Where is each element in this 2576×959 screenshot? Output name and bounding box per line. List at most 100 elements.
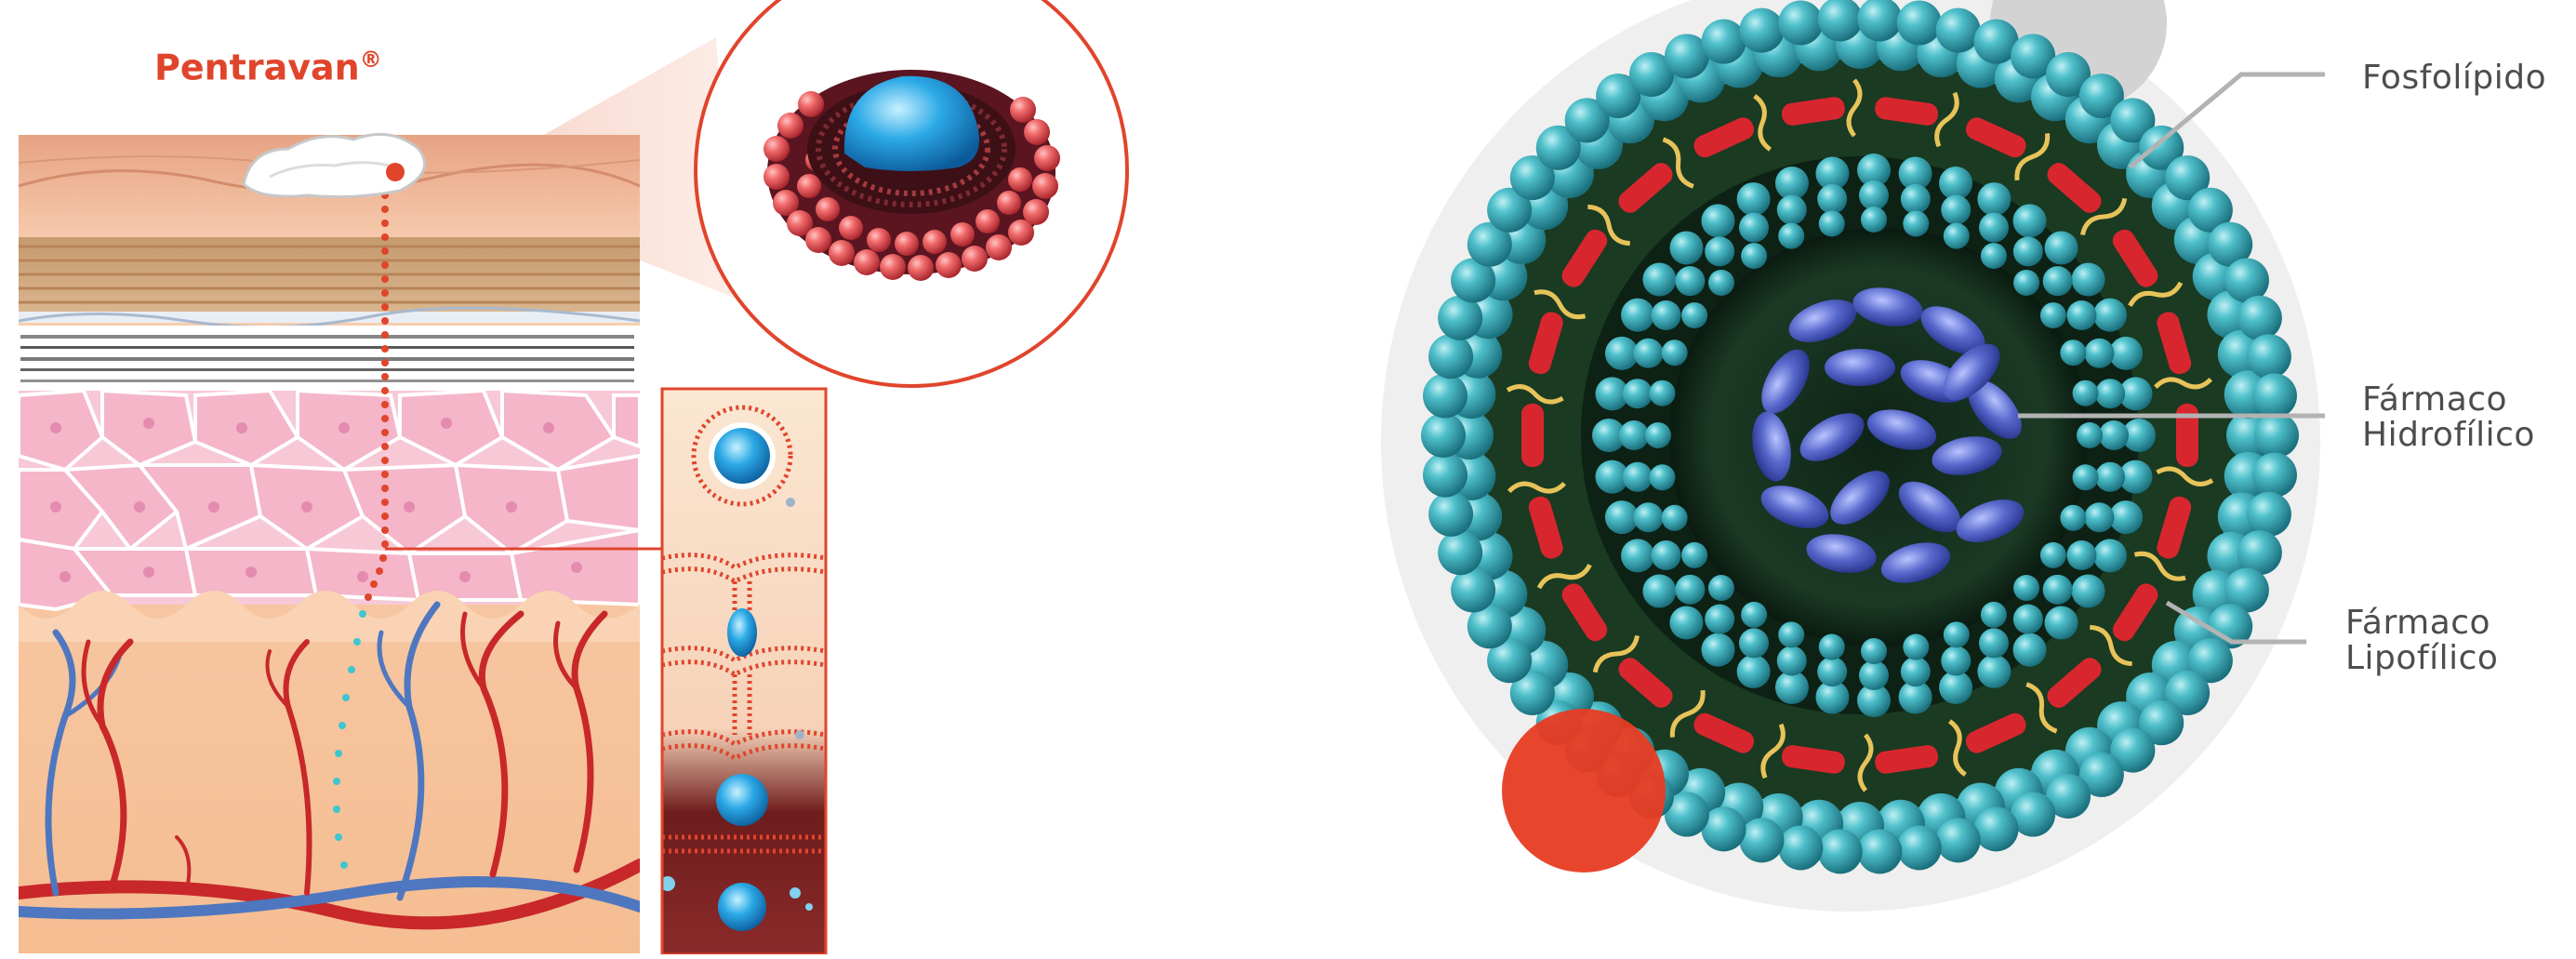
phospholipid-head	[1936, 8, 1981, 53]
inner-phospholipid-head	[2084, 339, 2114, 368]
inner-phospholipid-head	[1621, 299, 1654, 332]
inner-phospholipid-head	[2072, 575, 2105, 608]
inner-phospholipid-head	[2043, 266, 2073, 296]
phospholipid-head	[1778, 1, 1823, 46]
inner-phospholipid-head	[1979, 628, 2009, 658]
inner-phospholipid-head	[1634, 502, 1664, 532]
inner-phospholipid-head	[2093, 299, 2127, 332]
inner-phospholipid-head	[2045, 606, 2078, 640]
inner-phospholipid-head	[2066, 540, 2096, 570]
liposome-diagram	[1381, 0, 2325, 912]
inner-phospholipid-head	[1652, 300, 1681, 330]
phospholipid-head	[2247, 492, 2291, 537]
membrane-transport-panel	[660, 389, 826, 954]
phospholipid-head	[1857, 829, 1902, 873]
brand-name: Pentravan	[154, 47, 360, 88]
inner-phospholipid-head	[2073, 464, 2099, 490]
inner-phospholipid-head	[1741, 243, 1767, 269]
inner-phospholipid-head	[2093, 539, 2127, 572]
inner-phospholipid-head	[2060, 340, 2086, 366]
inner-phospholipid-head	[2013, 270, 2039, 296]
inner-phospholipid-head	[1642, 575, 1676, 608]
phospholipid-head	[1936, 818, 1981, 862]
inner-phospholipid-head	[1705, 605, 1734, 634]
skin-cross-section	[19, 37, 735, 953]
phospholipid-head	[1818, 829, 1863, 873]
inner-phospholipid-head	[1939, 671, 1972, 704]
inner-phospholipid-head	[1775, 166, 1809, 200]
phospholipid-head	[2254, 413, 2299, 458]
inner-phospholipid-head	[1634, 339, 1664, 368]
inner-phospholipid-head	[1777, 646, 1807, 675]
inner-phospholipid-head	[1701, 204, 1734, 237]
inner-phospholipid-head	[1977, 655, 2011, 688]
inner-phospholipid-head	[1817, 184, 1847, 214]
inner-phospholipid-head	[2109, 500, 2143, 534]
label-hydrophilic-line2: Hidrofílico	[2362, 417, 2535, 454]
inner-phospholipid-head	[2013, 575, 2039, 601]
inner-phospholipid-head	[2095, 462, 2125, 492]
inner-phospholipid-head	[1775, 671, 1809, 704]
inner-phospholipid-head	[1778, 223, 1804, 249]
inner-phospholipid-head	[1939, 166, 1972, 200]
phospholipid-head	[1778, 825, 1823, 870]
inner-phospholipid-head	[1941, 646, 1971, 675]
phospholipid-head	[1739, 8, 1784, 53]
inner-phospholipid-head	[1941, 195, 1971, 225]
brand-title: Pentravan®	[154, 47, 382, 88]
inner-phospholipid-head	[1859, 180, 1889, 210]
inner-phospholipid-head	[1901, 657, 1931, 686]
label-hydrophilic-line1: Fármaco	[2362, 381, 2507, 419]
inner-phospholipid-head	[1903, 634, 1929, 660]
brand-registered-mark: ®	[360, 47, 382, 73]
inner-phospholipid-head	[1778, 621, 1804, 647]
inner-phospholipid-head	[1739, 213, 1769, 243]
inner-phospholipid-head	[1623, 462, 1653, 492]
phospholipid-head	[2252, 453, 2297, 498]
phospholipid-head	[2247, 334, 2291, 379]
inner-phospholipid-head	[1649, 464, 1675, 490]
phospholipid-head	[1423, 373, 1467, 418]
inner-phospholipid-head	[1675, 575, 1705, 605]
inner-phospholipid-head	[2072, 262, 2105, 296]
inner-phospholipid-head	[2060, 505, 2086, 531]
inner-phospholipid-head	[1675, 266, 1705, 296]
phospholipid-head	[1897, 1, 1942, 46]
inner-phospholipid-head	[1649, 380, 1675, 406]
inner-phospholipid-head	[2099, 420, 2129, 450]
inner-phospholipid-head	[1681, 302, 1707, 328]
inner-phospholipid-head	[1981, 602, 2007, 628]
inner-phospholipid-head	[2066, 300, 2096, 330]
inner-phospholipid-head	[1708, 270, 1734, 296]
inner-phospholipid-head	[1901, 184, 1931, 214]
inner-phospholipid-head	[2109, 337, 2143, 370]
inner-phospholipid-head	[1662, 505, 1688, 531]
inner-phospholipid-head	[1861, 638, 1887, 664]
lipophilic-capsule	[1521, 404, 1544, 467]
phospholipid-head	[2237, 296, 2282, 340]
inner-phospholipid-head	[2073, 380, 2099, 406]
label-lipophilic-line2: Lipofílico	[2345, 640, 2498, 677]
inner-phospholipid-head	[1705, 236, 1734, 266]
inner-phospholipid-head	[2077, 422, 2103, 448]
label-phospholipid: Fosfolípido	[2362, 60, 2546, 97]
phospholipid-head	[1701, 20, 1746, 64]
inner-phospholipid-head	[2084, 502, 2114, 532]
inner-phospholipid-head	[2013, 633, 2047, 667]
inner-phospholipid-head	[1944, 223, 1970, 249]
inner-phospholipid-head	[2095, 379, 2125, 408]
inner-phospholipid-head	[1903, 210, 1929, 236]
hydrophilic-drug-oval	[1825, 349, 1895, 386]
inner-phospholipid-head	[1662, 340, 1688, 366]
phospholipid-head	[1438, 530, 1482, 575]
inner-phospholipid-head	[1652, 540, 1681, 570]
inner-phospholipid-head	[2013, 605, 2043, 634]
phospholipid-head	[1739, 818, 1784, 862]
inner-phospholipid-head	[2043, 575, 2073, 605]
inner-phospholipid-head	[2040, 542, 2066, 568]
inner-phospholipid-head	[1708, 575, 1734, 601]
inner-phospholipid-head	[1681, 542, 1707, 568]
inner-phospholipid-head	[2013, 204, 2047, 237]
